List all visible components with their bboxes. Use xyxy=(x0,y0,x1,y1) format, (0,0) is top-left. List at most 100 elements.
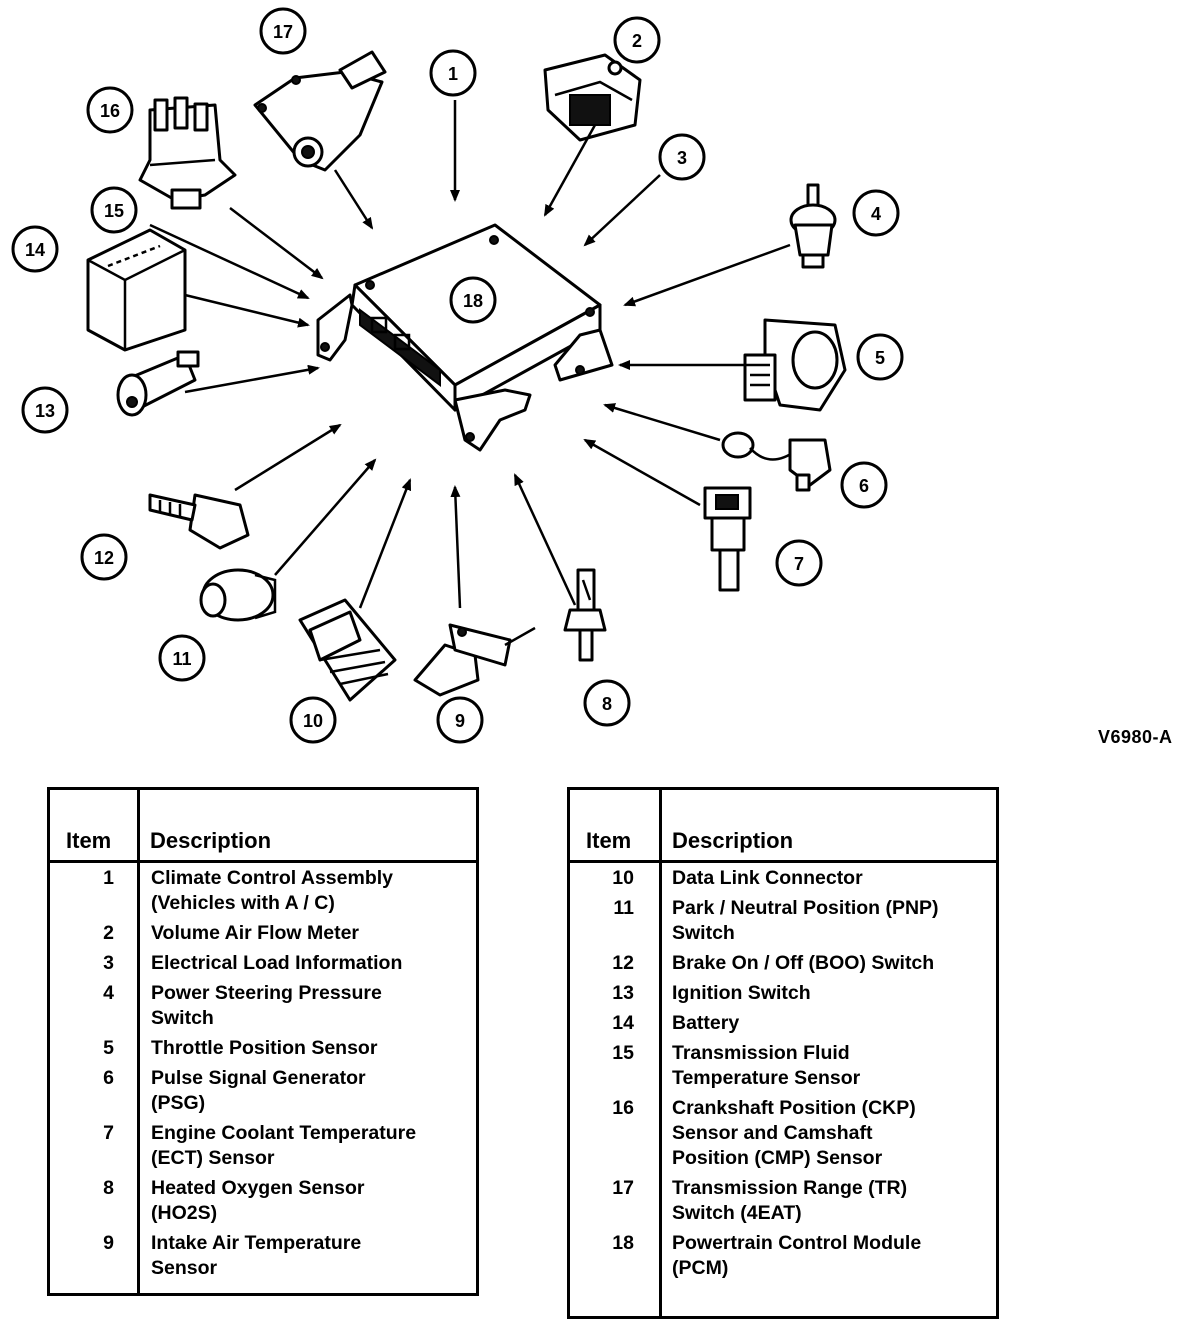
svg-text:10: 10 xyxy=(303,711,323,731)
callout-7: 7 xyxy=(775,539,823,587)
legend-table-left: Item Description 1 Climate Control Assemb… xyxy=(47,787,479,1296)
svg-text:17: 17 xyxy=(273,22,293,42)
legend-row: 17 Transmission Range (TR) Switch (4EAT) xyxy=(570,1176,996,1226)
legend-row: 2 Volume Air Flow Meter xyxy=(50,921,476,946)
description-column-header: Description xyxy=(150,828,272,853)
item-description: Engine Coolant Temperature (ECT) Sensor xyxy=(151,1122,417,1169)
item-description: Ignition Switch xyxy=(672,982,811,1004)
svg-text:2: 2 xyxy=(632,31,642,51)
ps-pressure-switch-drawing xyxy=(789,183,837,269)
item-column-header: Item xyxy=(586,828,632,853)
legend-row: 18 Powertrain Control Module (PCM) xyxy=(570,1231,996,1281)
callout-15: 15 xyxy=(90,186,138,234)
item-number: 18 xyxy=(612,1232,634,1254)
item-description: Transmission Range (TR) Switch (4EAT) xyxy=(672,1177,908,1224)
svg-text:5: 5 xyxy=(875,348,885,368)
arrows xyxy=(149,100,791,609)
ckp-cmp-sensor-drawing xyxy=(138,96,237,210)
item-number: 6 xyxy=(103,1067,114,1089)
item-number: 3 xyxy=(103,952,114,974)
callout-8: 8 xyxy=(583,679,631,727)
item-number: 11 xyxy=(613,897,634,919)
data-link-connector-drawing xyxy=(298,598,397,702)
legend-header xyxy=(570,790,996,863)
description-column-header: Description xyxy=(672,828,794,853)
tr-switch-drawing xyxy=(253,50,387,172)
item-number: 2 xyxy=(103,922,114,944)
callout-1: 1 xyxy=(429,49,477,97)
svg-text:6: 6 xyxy=(859,476,869,496)
callout-3: 3 xyxy=(658,133,706,181)
callout-5: 5 xyxy=(856,333,904,381)
callout-18: 18 xyxy=(449,276,497,324)
callout-11: 11 xyxy=(158,634,206,682)
legend-header xyxy=(50,790,476,863)
legend-rows: 1 Climate Control Assembly (Vehicles with… xyxy=(50,866,476,1286)
svg-text:14: 14 xyxy=(25,240,45,260)
legend-row: 13 Ignition Switch xyxy=(570,981,996,1006)
column-divider xyxy=(137,790,140,1293)
item-number: 14 xyxy=(612,1012,634,1034)
svg-text:8: 8 xyxy=(602,694,612,714)
legend-row: 9 Intake Air Temperature Sensor xyxy=(50,1231,476,1281)
item-description: Intake Air Temperature Sensor xyxy=(151,1232,362,1279)
callout-14: 14 xyxy=(11,225,59,273)
callout-16: 16 xyxy=(86,86,134,134)
svg-text:11: 11 xyxy=(172,649,191,669)
psg-sensor-drawing xyxy=(721,431,832,492)
callout-17: 17 xyxy=(259,7,307,55)
item-number: 12 xyxy=(612,952,634,974)
legend-row: 11 Park / Neutral Position (PNP) Switch xyxy=(570,896,996,946)
boo-switch-drawing xyxy=(148,493,250,550)
item-number: 13 xyxy=(612,982,634,1004)
ho2s-sensor-drawing xyxy=(563,568,607,662)
battery-drawing xyxy=(86,228,187,352)
svg-text:12: 12 xyxy=(94,548,114,568)
legend-row: 7 Engine Coolant Temperature (ECT) Sensor xyxy=(50,1121,476,1171)
item-description: Powertrain Control Module (PCM) xyxy=(672,1232,922,1279)
component-location-diagram: 1 2 3 4 5 6 7 8 9 10 11 12 13 14 15 16 1… xyxy=(11,7,904,744)
item-number: 15 xyxy=(612,1042,634,1064)
item-column-header: Item xyxy=(66,828,112,853)
item-number: 8 xyxy=(103,1177,114,1199)
volume-air-flow-meter-drawing xyxy=(543,53,642,142)
item-description: Park / Neutral Position (PNP) Switch xyxy=(672,897,939,944)
item-number: 7 xyxy=(103,1122,114,1144)
callout-6: 6 xyxy=(840,461,888,509)
pcm-module-drawing xyxy=(316,223,614,452)
legend-row: 15 Transmission Fluid Temperature Sensor xyxy=(570,1041,996,1091)
item-number: 9 xyxy=(103,1232,114,1254)
item-description: Transmission Fluid Temperature Sensor xyxy=(672,1042,861,1089)
item-description: Volume Air Flow Meter xyxy=(151,922,360,944)
item-number: 10 xyxy=(612,867,634,889)
item-description: Heated Oxygen Sensor (HO2S) xyxy=(151,1177,365,1224)
pnp-switch-drawing xyxy=(199,568,277,622)
tp-sensor-drawing xyxy=(743,318,847,412)
svg-text:13: 13 xyxy=(35,401,55,421)
svg-text:9: 9 xyxy=(455,711,465,731)
legend-row: 8 Heated Oxygen Sensor (HO2S) xyxy=(50,1176,476,1226)
item-description: Battery xyxy=(672,1012,740,1034)
svg-text:18: 18 xyxy=(463,291,483,311)
item-number: 17 xyxy=(612,1177,634,1199)
item-number: 5 xyxy=(103,1037,114,1059)
item-description: Climate Control Assembly (Vehicles with … xyxy=(151,867,393,914)
item-number: 4 xyxy=(103,982,114,1004)
legend-row: 14 Battery xyxy=(570,1011,996,1036)
ignition-switch-drawing xyxy=(116,350,200,417)
ect-sensor-drawing xyxy=(703,486,752,592)
callout-2: 2 xyxy=(613,16,661,64)
legend-table-right: Item Description 10 Data Link Connector 1… xyxy=(567,787,999,1319)
legend-row: 1 Climate Control Assembly (Vehicles with… xyxy=(50,866,476,916)
column-divider xyxy=(659,790,662,1316)
svg-text:7: 7 xyxy=(794,554,804,574)
figure-code: V6980-A xyxy=(1098,727,1173,747)
item-description: Data Link Connector xyxy=(672,867,863,889)
item-number: 1 xyxy=(103,867,114,889)
callout-9: 9 xyxy=(436,696,484,744)
